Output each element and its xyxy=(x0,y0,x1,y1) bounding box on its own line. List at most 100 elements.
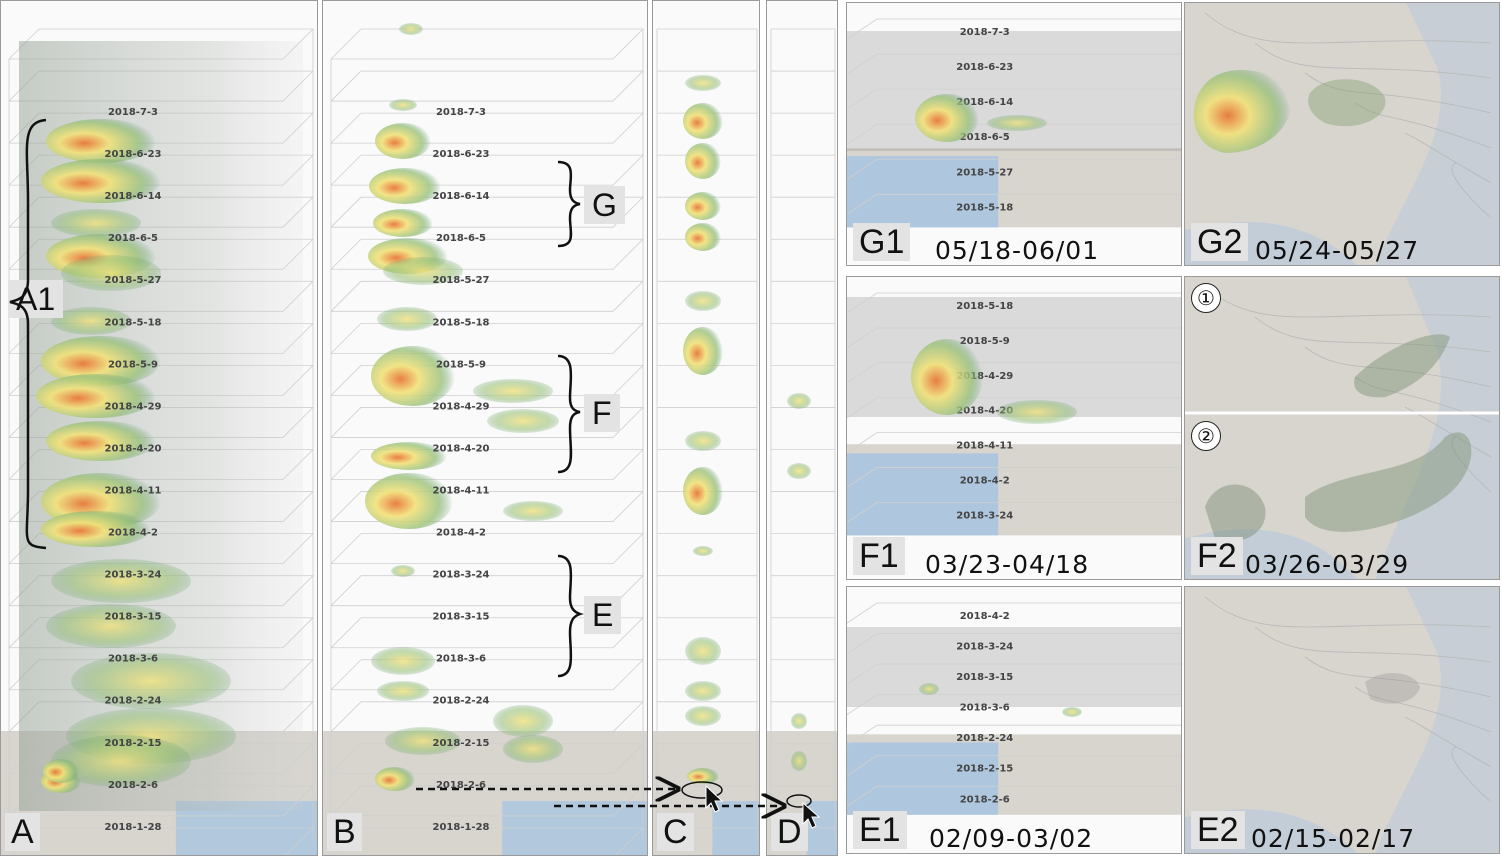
panel-c-selected-cluster[interactable]: C xyxy=(652,0,760,856)
date-label: 2018-5-18 xyxy=(104,317,161,328)
density-blob xyxy=(685,706,721,726)
time-slab-outline xyxy=(847,785,1181,807)
inset-e2[interactable]: E2 02/15-02/17 xyxy=(1184,586,1500,854)
sea-area xyxy=(847,453,999,536)
date-label: 2018-5-9 xyxy=(108,359,158,370)
density-region xyxy=(1305,432,1472,532)
date-label: 2018-7-3 xyxy=(108,107,158,118)
inset-e2-label: E2 xyxy=(1191,811,1245,849)
date-label: 2018-4-2 xyxy=(960,611,1010,622)
date-label: 2018-4-20 xyxy=(432,443,489,454)
inset-e2-map xyxy=(1185,587,1499,853)
inset-g2-label: G2 xyxy=(1191,223,1249,261)
volume-rendering-d xyxy=(767,28,837,855)
date-label: 2018-3-6 xyxy=(108,654,158,665)
density-blob xyxy=(371,346,455,406)
date-label: 2018-3-6 xyxy=(960,703,1010,714)
date-label: 2018-6-14 xyxy=(432,191,489,202)
density-blob xyxy=(911,339,983,415)
panel-d-selected-cluster[interactable]: D xyxy=(766,0,838,856)
density-blob xyxy=(43,759,79,783)
density-blob xyxy=(787,463,811,479)
inset-e1-range: 02/09-03/02 xyxy=(929,824,1094,853)
density-blob xyxy=(365,473,453,529)
border-line xyxy=(1354,102,1492,149)
border-line xyxy=(1354,376,1492,423)
time-slab-outline xyxy=(330,70,644,102)
inset-f2-range: 03/26-03/29 xyxy=(1245,550,1410,579)
border-line xyxy=(1451,162,1492,219)
date-label: 2018-3-15 xyxy=(956,672,1013,683)
density-blob xyxy=(391,565,415,577)
date-label: 2018-4-2 xyxy=(108,528,158,539)
inset-f2[interactable]: ① ② F2 03/26-03/29 xyxy=(1184,276,1500,580)
inset-f2-maps xyxy=(1185,277,1499,579)
density-blob xyxy=(385,727,461,755)
density-blob xyxy=(503,501,563,521)
border-line xyxy=(1451,436,1492,493)
density-blob xyxy=(46,604,176,648)
panel-a-label: A xyxy=(5,813,40,851)
bracket-label-f: F xyxy=(584,394,620,432)
sea-area xyxy=(1375,587,1499,853)
border-line xyxy=(1404,406,1492,458)
sea-area xyxy=(806,801,837,855)
density-blob xyxy=(399,23,423,35)
time-slab-outline xyxy=(847,292,1181,314)
density-blob xyxy=(46,119,156,163)
inset-g2[interactable]: G2 05/24-05/27 xyxy=(1184,2,1500,266)
density-blob xyxy=(41,511,151,547)
border-line xyxy=(1304,656,1492,698)
sea-area xyxy=(712,801,759,855)
sea-area xyxy=(847,742,999,815)
map-background xyxy=(1185,587,1499,853)
date-label: 2018-5-27 xyxy=(432,275,489,286)
date-label: 2018-5-27 xyxy=(956,167,1013,178)
inset-f2-label: F2 xyxy=(1191,537,1243,575)
density-blob xyxy=(51,307,131,335)
date-label: 2018-6-23 xyxy=(432,149,489,160)
date-label: 2018-3-15 xyxy=(104,612,161,623)
density-blob xyxy=(36,374,156,418)
time-slab-outline xyxy=(330,28,644,60)
selection-plane xyxy=(847,31,1181,151)
time-slab-outline xyxy=(847,633,1181,654)
date-label: 2018-3-6 xyxy=(436,654,486,665)
inset-g2-range: 05/24-05/27 xyxy=(1255,236,1420,265)
date-label: 2018-6-14 xyxy=(104,191,161,202)
inset-e1-volume: 2018-4-22018-3-242018-3-152018-3-62018-2… xyxy=(847,602,1181,815)
date-label: 2018-4-29 xyxy=(956,371,1013,382)
panel-b-label: B xyxy=(327,813,362,851)
date-label: 2018-5-27 xyxy=(104,275,161,286)
border-line xyxy=(1204,12,1492,44)
date-label: 2018-4-2 xyxy=(960,476,1010,487)
time-slab-outline xyxy=(847,467,1181,488)
date-label: 2018-7-3 xyxy=(960,27,1010,38)
volume-rendering-b: 2018-7-32018-6-232018-6-142018-6-52018-5… xyxy=(323,23,647,855)
time-slab-outline xyxy=(847,362,1181,384)
time-slab-outline xyxy=(847,53,1181,75)
date-label: 2018-2-24 xyxy=(104,696,161,707)
density-blob xyxy=(493,705,553,737)
step-2-marker: ② xyxy=(1191,421,1221,451)
date-label: 2018-2-15 xyxy=(956,764,1013,775)
density-blob xyxy=(997,400,1077,424)
border-line xyxy=(1354,686,1492,733)
density-region xyxy=(1354,334,1450,398)
date-label: 2018-2-6 xyxy=(108,780,158,791)
date-label: 2018-6-23 xyxy=(956,62,1013,73)
date-label: 2018-4-29 xyxy=(104,401,161,412)
density-blob xyxy=(683,327,723,375)
density-blob xyxy=(685,291,721,311)
date-label: 2018-5-9 xyxy=(960,336,1010,347)
time-slab-outline xyxy=(847,18,1181,40)
density-blob xyxy=(687,768,719,784)
density-blob xyxy=(693,546,713,556)
time-slab-outline xyxy=(847,327,1181,349)
time-slab-outline xyxy=(847,694,1181,715)
